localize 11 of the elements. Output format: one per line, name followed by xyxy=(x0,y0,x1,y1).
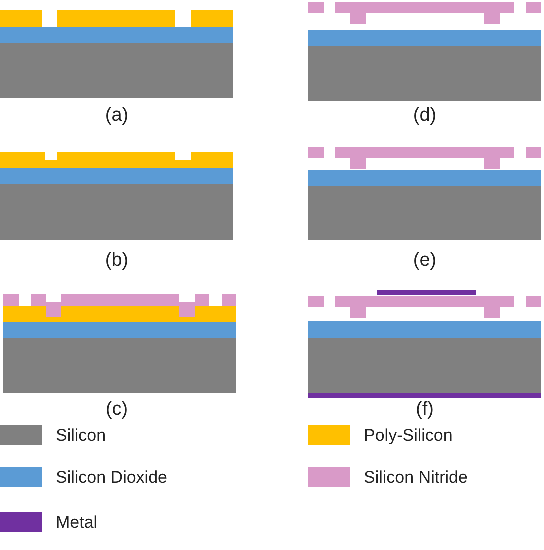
panel-label: (f) xyxy=(416,399,434,421)
legend-text: Silicon xyxy=(56,426,106,446)
panel-label: (c) xyxy=(106,399,128,421)
panel-label: (d) xyxy=(413,105,437,127)
legend-text: Silicon Dioxide xyxy=(56,468,168,488)
panel-label: (a) xyxy=(105,105,129,127)
panel-label: (b) xyxy=(105,250,129,272)
legend-text: Silicon Nitride xyxy=(364,468,468,488)
legend-text: Metal xyxy=(56,513,98,533)
panel-label: (e) xyxy=(413,250,437,272)
legend-text: Poly-Silicon xyxy=(364,426,453,446)
